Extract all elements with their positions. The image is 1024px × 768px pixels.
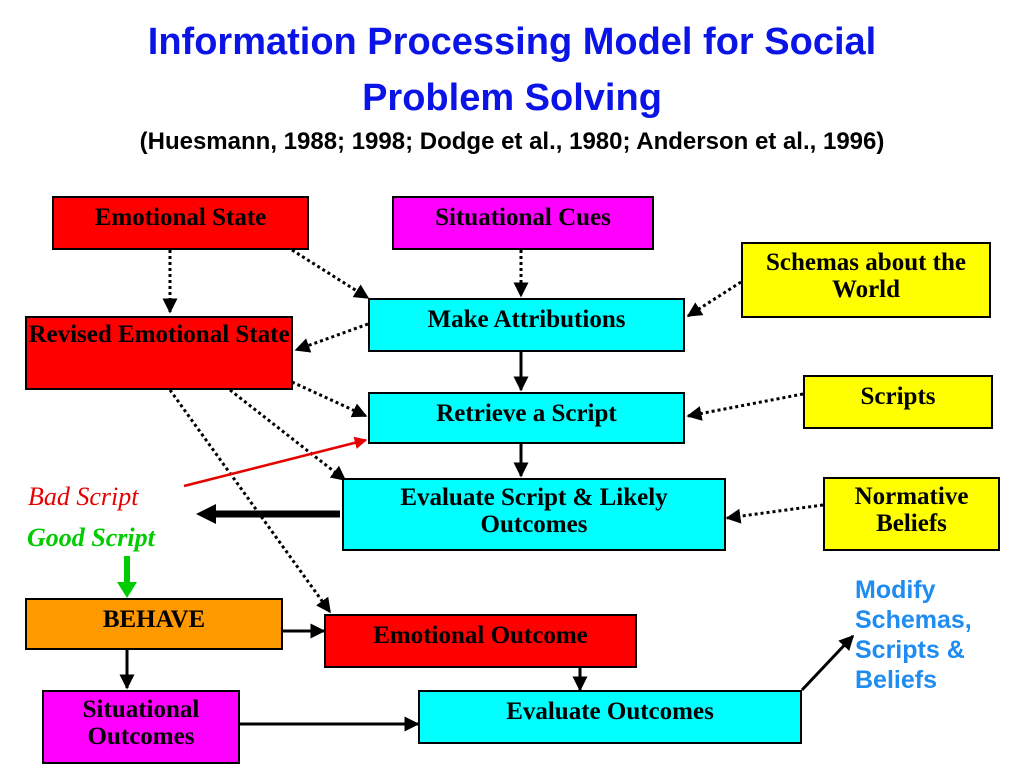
citation: (Huesmann, 1988; 1998; Dodge et al., 198… [139,128,885,155]
arrow-revised-to-emotional-outcome [168,389,332,614]
situational-cues-box: Situational Cues [392,196,654,250]
evaluate-script-box: Evaluate Script & Likely Outcomes [342,478,726,551]
schemas-box: Schemas about the World [741,242,991,318]
bad-script-label: Bad Script [28,482,139,511]
arrow-bad-script-to-retrieve [183,436,368,488]
situational-outcomes-box: Situational Outcomes [42,690,240,764]
arrow-revised-to-retrieve [291,380,368,418]
arrow-revised-to-evaluate [229,388,347,482]
arrow-attributions-to-revised [294,322,369,353]
modify-label: Modify Schemas, Scripts & Beliefs [855,576,972,694]
normative-beliefs-box: Normative Beliefs [823,477,1000,551]
arrow-emotional-to-attributions [291,248,370,300]
good-script-label: Good Script [27,523,155,552]
arrow-evaluate-outcomes-to-modify [800,634,855,692]
emotional-state-box: Emotional State [52,196,309,250]
arrow-normative-to-evaluate [725,503,824,524]
arrow-schemas-to-attributions [686,280,742,318]
evaluate-outcomes-box: Evaluate Outcomes [418,690,802,744]
title-line-1: Information Processing Model for Social [147,21,877,63]
title-line-2: Problem Solving [362,77,662,119]
arrow-evaluate-to-choice-head [196,504,216,524]
retrieve-script-box: Retrieve a Script [368,392,685,444]
scripts-box: Scripts [803,375,993,429]
behave-box: BEHAVE [25,598,283,650]
revised-emotional-state-box: Revised Emotional State [25,316,293,390]
arrow-scripts-to-retrieve [686,392,804,421]
arrow-good-script-to-behave-head [117,582,137,598]
make-attributions-box: Make Attributions [368,298,685,352]
emotional-outcome-box: Emotional Outcome [324,614,637,668]
